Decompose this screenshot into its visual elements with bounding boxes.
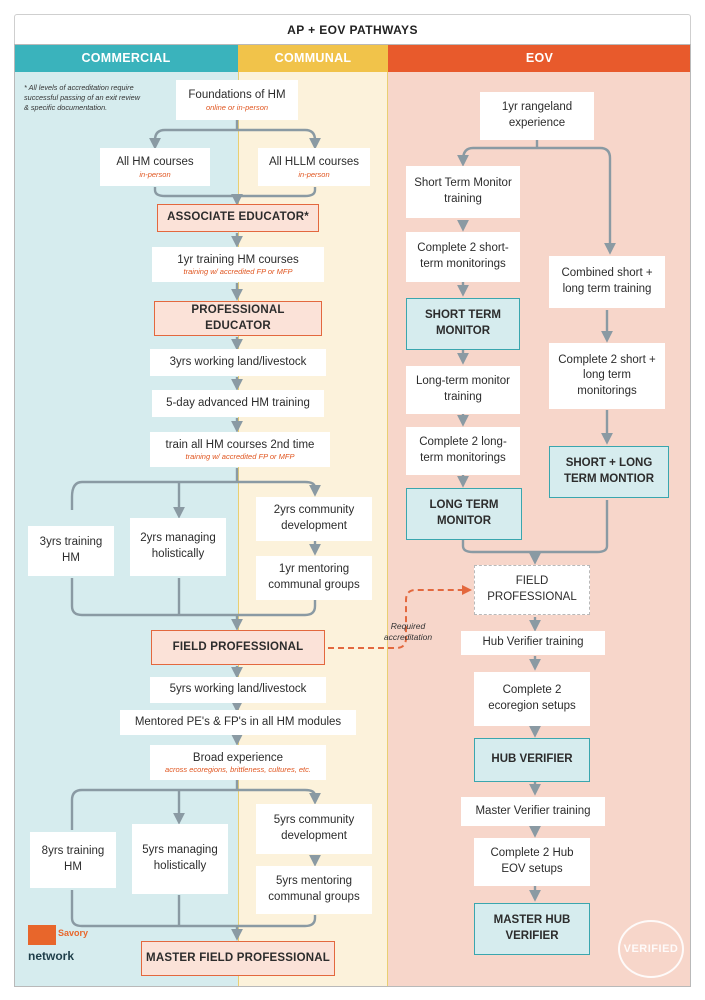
node-2yrs-community: 2yrs community development [256,497,372,541]
milestone-master-field-professional: MASTER FIELD PROFESSIONAL [141,941,335,976]
milestone-long-term-monitor: LONG TERM MONITOR [406,488,522,540]
node-foundations-sub: online or in-person [205,102,269,112]
logo-word: network [28,949,75,963]
diagram-title: AP + EOV PATHWAYS [14,14,691,44]
node-lt-training: Long-term monitor training [406,366,520,414]
node-broad-experience: Broad experience across ecoregions, brit… [150,745,326,780]
milestone-professional-educator: PROFESSIONAL EDUCATOR [154,301,322,336]
node-all-hllm-label: All HLLM courses [268,156,360,169]
milestone-hub-verifier: HUB VERIFIER [474,738,590,782]
commercial-header: COMMERCIAL [14,44,238,72]
milestone-field-professional: FIELD PROFESSIONAL [151,630,325,665]
node-combined-complete: Complete 2 short + long term monitorings [549,343,665,409]
node-1yr-training-label: 1yr training HM courses [177,253,299,266]
communal-header: COMMUNAL [238,44,388,72]
node-mentored: Mentored PE's & FP's in all HM modules [120,710,356,735]
node-broad-experience-label: Broad experience [192,751,284,764]
node-lt-complete: Complete 2 long-term monitorings [406,427,520,475]
node-5yrs-community: 5yrs community development [256,804,372,854]
eov-connectors [457,140,616,902]
node-3yrs-training: 3yrs training HM [28,526,114,576]
savory-logo-icon [28,925,56,945]
accreditation-note: * All levels of accreditation require su… [24,83,140,112]
milestone-short-long-term-monitor: SHORT + LONG TERM MONTIOR [549,446,669,498]
node-5yrs-working: 5yrs working land/livestock [150,677,326,703]
node-all-hm: All HM courses in-person [100,148,210,186]
node-broad-experience-sub: across ecoregions, brittleness, cultures… [165,765,311,775]
node-combined-training: Combined short + long term training [549,256,665,308]
node-st-complete: Complete 2 short-term monitorings [406,232,520,282]
node-all-hm-label: All HM courses [116,156,194,169]
milestone-short-term-monitor: SHORT TERM MONITOR [406,298,520,350]
milestone-master-hub-verifier: MASTER HUB VERIFIER [474,903,590,955]
node-1yr-training-sub: training w/ accredited FP or MFP [183,267,293,277]
node-eov-field-professional: FIELD PROFESSIONAL [474,565,590,615]
node-3yrs-working: 3yrs working land/livestock [150,349,326,376]
node-all-hllm: All HLLM courses in-person [258,148,370,186]
node-train-2nd-time: train all HM courses 2nd time training w… [150,432,330,467]
node-ecoregion-setups: Complete 2 ecoregion setups [474,672,590,726]
node-train-2nd-time-label: train all HM courses 2nd time [165,438,315,451]
node-5day-advanced: 5-day advanced HM training [152,390,324,417]
node-st-training: Short Term Monitor training [406,166,520,218]
node-hub-setups: Complete 2 Hub EOV setups [474,838,590,886]
node-foundations-label: Foundations of HM [188,89,286,102]
seal-text: VERIFIED [623,943,679,955]
milestone-associate-educator: ASSOCIATE EDUCATOR* [157,204,319,232]
node-1yr-training: 1yr training HM courses training w/ accr… [152,247,324,282]
eov-header: EOV [388,44,691,72]
node-5yrs-mentoring: 5yrs mentoring communal groups [256,866,372,914]
node-rangeland: 1yr rangeland experience [480,92,594,140]
node-8yrs-training: 8yrs training HM [30,832,116,888]
node-all-hm-sub: in-person [139,169,171,179]
commercial-connectors [70,120,321,941]
node-all-hllm-sub: in-person [298,169,330,179]
node-foundations: Foundations of HM online or in-person [176,80,298,120]
logo-brand: Savory [58,928,89,938]
required-accreditation-arrow [328,585,472,649]
node-2yrs-managing: 2yrs managing holistically [130,518,226,576]
node-5yrs-managing: 5yrs managing holistically [132,824,228,894]
node-train-2nd-time-sub: training w/ accredited FP or MFP [185,452,295,462]
node-1yr-mentoring: 1yr mentoring communal groups [256,556,372,600]
required-accreditation-label: Required accreditation [383,621,433,643]
node-master-training: Master Verifier training [461,797,605,826]
verified-seal-icon: VERIFIED [618,920,684,978]
node-hub-training: Hub Verifier training [461,631,605,655]
savory-network-logo: Savory network [28,925,88,973]
